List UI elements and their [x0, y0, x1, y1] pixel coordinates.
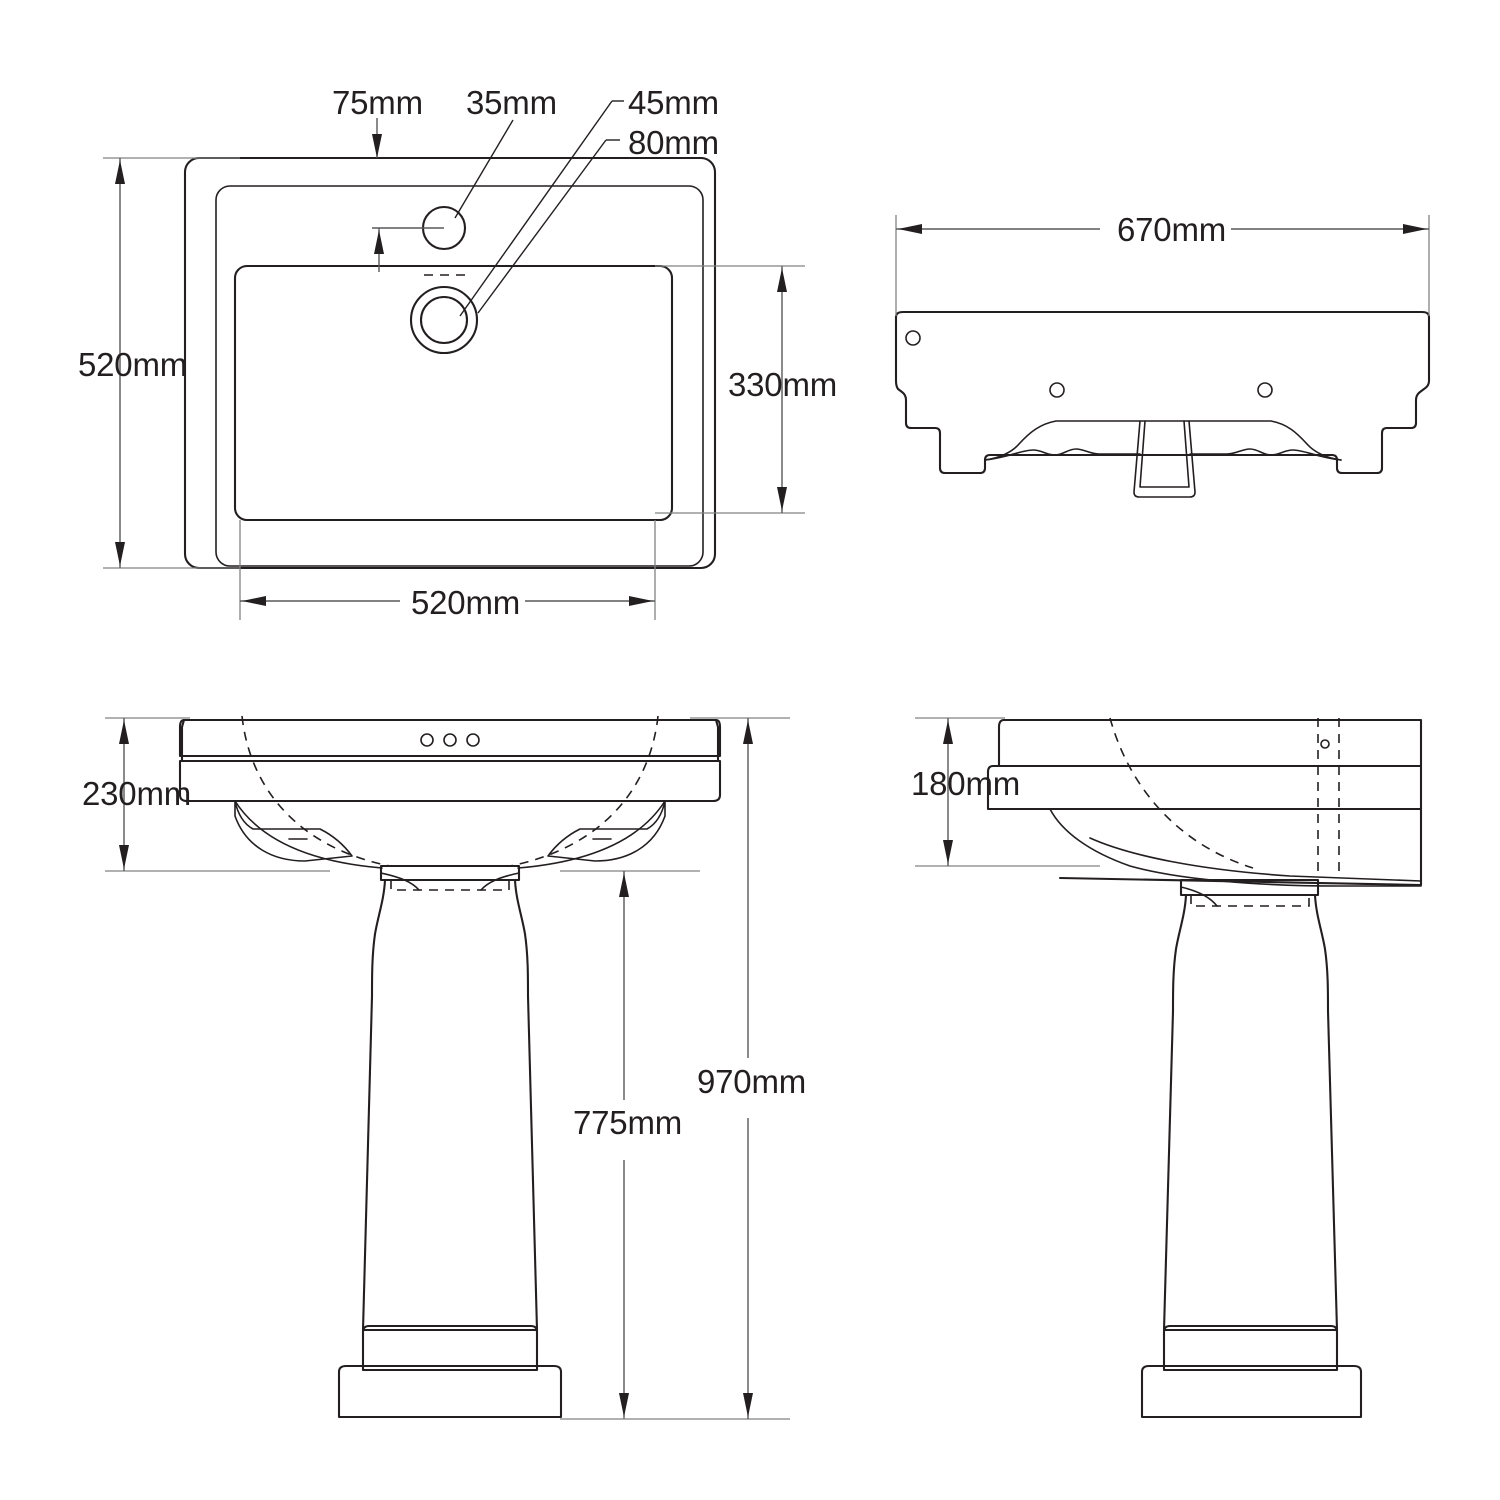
plan-arrow-520h-left: [242, 596, 266, 606]
plan-arrow-520h-right: [629, 596, 653, 606]
plan-leader-80: [477, 139, 607, 314]
dim-label-520mm-vertical: 520mm: [78, 346, 188, 383]
front-collar-left-curve: [380, 872, 420, 891]
side-bowl-underside-2: [1089, 837, 1422, 882]
front-basin-top-outline: [178, 718, 722, 758]
plan-arrow-520v-down: [115, 542, 125, 566]
dim-label-775mm: 775mm: [573, 1104, 683, 1141]
front-bowl-hidden-right: [509, 715, 659, 867]
front-hole-left: [420, 733, 434, 747]
back-bowl-underside: [984, 420, 1342, 461]
dim-label-230mm: 230mm: [82, 775, 192, 812]
side-arrow-180-up: [943, 720, 953, 744]
front-arrow-775-down: [619, 1393, 629, 1417]
front-underbowl-right: [517, 800, 666, 869]
front-bowl-hidden-left: [241, 715, 391, 867]
side-top-band: [997, 718, 1423, 768]
back-right-scallop: [1189, 448, 1342, 461]
dim-label-45mm: 45mm: [628, 84, 719, 121]
plan-inner-ledge: [215, 185, 704, 567]
back-fixing-hole-right: [1257, 382, 1273, 398]
dim-label-970mm: 970mm: [697, 1063, 807, 1100]
side-pedestal-column: [1162, 893, 1339, 1332]
side-view-group: [915, 717, 1423, 1419]
plan-arrow-35-up: [374, 230, 384, 254]
plan-outer-rim: [183, 156, 717, 570]
back-waste-boss-inner: [1139, 420, 1190, 488]
plan-waste-inner-ring: [419, 295, 469, 345]
back-fixing-hole-center: [1049, 382, 1065, 398]
dim-label-330mm: 330mm: [728, 366, 838, 403]
back-waste-boss: [1133, 420, 1196, 498]
plan-arrow-520v-up: [115, 160, 125, 184]
side-arrow-180-down: [943, 840, 953, 864]
back-body-outline: [894, 310, 1431, 475]
back-arrow-670-left: [898, 224, 922, 234]
side-waste-hole: [1320, 739, 1330, 749]
front-arrow-970-down: [743, 1393, 753, 1417]
dim-label-180mm: 180mm: [911, 765, 1021, 802]
dim-label-35mm: 35mm: [466, 84, 557, 121]
back-fixing-hole-left: [905, 330, 921, 346]
front-arrow-230-up: [119, 720, 129, 744]
side-lower-band: [986, 764, 1423, 811]
side-pedestal-plinth-upper: [1162, 1324, 1339, 1372]
plan-view-group: [103, 100, 805, 620]
front-arrow-970-up: [743, 720, 753, 744]
front-hole-center: [443, 733, 457, 747]
front-collar-right-curve: [480, 872, 520, 891]
side-bowl-hidden: [1109, 717, 1254, 869]
plan-leader-35: [454, 119, 514, 219]
dim-label-520mm-horizontal: 520mm: [411, 584, 521, 621]
back-left-scallop: [984, 448, 1141, 461]
front-view-group: [105, 715, 790, 1420]
plan-leader-45: [459, 100, 613, 317]
front-right-bracket: [547, 800, 666, 862]
front-arrow-230-down: [119, 845, 129, 869]
front-underbowl-left: [234, 800, 383, 869]
plan-arrow-330-up: [777, 268, 787, 292]
side-collar-hidden: [1190, 895, 1310, 907]
front-pedestal-collar-hidden: [390, 880, 510, 891]
side-pedestal-base: [1140, 1364, 1363, 1419]
plan-arrow-330-down: [777, 487, 787, 511]
front-pedestal-column: [361, 878, 539, 1332]
side-pedestal-collar: [1179, 878, 1320, 897]
back-arrow-670-right: [1403, 224, 1427, 234]
dim-label-80mm: 80mm: [628, 124, 719, 161]
dim-label-75mm: 75mm: [332, 84, 423, 121]
front-pedestal-collar: [379, 864, 521, 882]
front-pedestal-plinth-upper: [361, 1324, 539, 1372]
plan-bowl: [233, 264, 674, 522]
plan-arrow-75: [372, 134, 382, 158]
front-arrow-775-up: [619, 873, 629, 897]
front-pedestal-base: [337, 1364, 563, 1419]
front-left-bracket: [234, 800, 353, 862]
dim-label-670mm: 670mm: [1117, 211, 1227, 248]
front-basin-top-band: [180, 718, 720, 763]
plan-waste-outer-ring: [409, 285, 479, 355]
side-bowl-underside: [1049, 808, 1422, 887]
back-view-group: [894, 215, 1431, 498]
front-basin-lower-band: [178, 759, 722, 803]
front-hole-right: [466, 733, 480, 747]
